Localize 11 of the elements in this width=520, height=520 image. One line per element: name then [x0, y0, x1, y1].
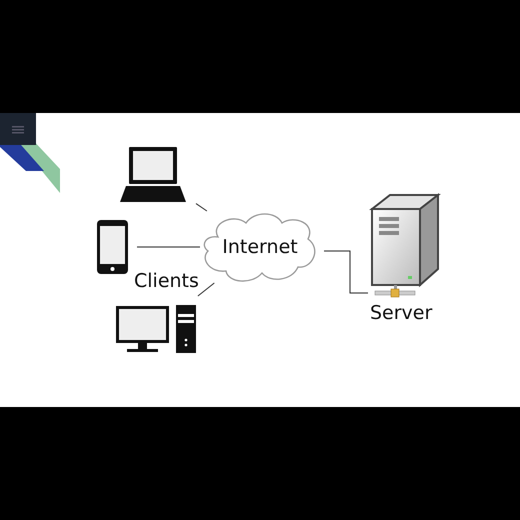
connector-line — [197, 282, 215, 296]
connector-line — [136, 246, 200, 248]
connector-line — [196, 203, 208, 212]
node-label: Internet — [222, 236, 298, 258]
connector-line — [324, 250, 368, 294]
desktop-icon — [115, 304, 197, 354]
phone-icon — [96, 219, 129, 275]
group-label: Clients — [134, 270, 199, 292]
node-caption: Server — [370, 302, 432, 324]
server-icon — [368, 193, 440, 299]
laptop-icon — [120, 146, 186, 203]
